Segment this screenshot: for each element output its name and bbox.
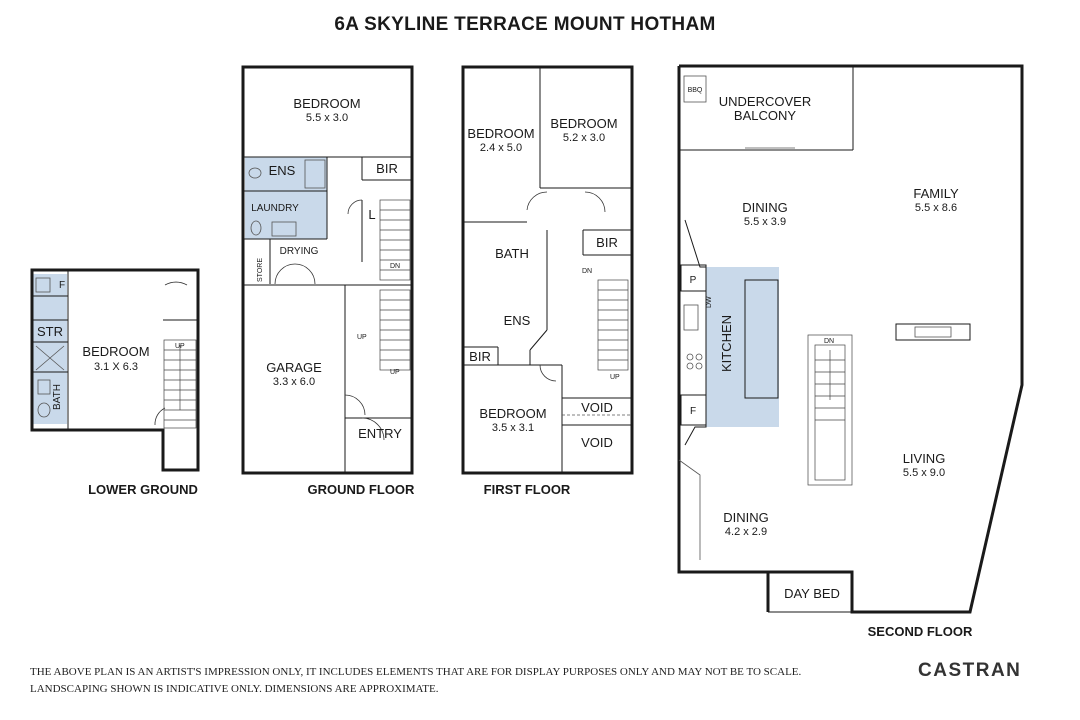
second-family-label: FAMILY (913, 186, 959, 201)
second-dw-label: DW (706, 296, 713, 308)
ground-floor-wet-area (245, 157, 327, 239)
ground-linen-label: L (368, 207, 375, 222)
ground-store-label: STORE (257, 258, 264, 282)
second-dining-top-label: DINING (742, 200, 788, 215)
ground-up-label-1: UP (357, 334, 367, 341)
first-bir-left-label: BIR (469, 349, 491, 364)
lower-ground-floor-label: LOWER GROUND (88, 482, 198, 497)
ground-bedroom-label: BEDROOM (293, 96, 360, 111)
first-bedroom-b-dims: 5.2 x 3.0 (563, 132, 605, 144)
lower-ground-bedroom-label: BEDROOM (82, 344, 149, 359)
first-void-label-1: VOID (581, 400, 613, 415)
second-bbq-label: BBQ (688, 87, 703, 94)
second-dining-bottom-label: DINING (723, 510, 769, 525)
first-bedroom-a-label: BEDROOM (467, 126, 534, 141)
second-family-dims: 5.5 x 8.6 (915, 202, 957, 214)
first-floor: BEDROOM 2.4 x 5.0 BEDROOM 5.2 x 3.0 BIR … (461, 65, 634, 497)
ground-floor: BEDROOM 5.5 x 3.0 ENS BIR LAUNDRY L DRYI… (241, 65, 415, 497)
disclaimer-line-1: THE ABOVE PLAN IS AN ARTIST'S IMPRESSION… (30, 666, 802, 678)
first-floor-label: FIRST FLOOR (484, 482, 571, 497)
second-floor: BBQ UNDERCOVER BALCONY DINING 5.5 x 3.9 … (677, 64, 1024, 639)
second-living-label: LIVING (903, 451, 946, 466)
second-day-bed-label: DAY BED (784, 586, 840, 601)
first-bath-label: BATH (495, 246, 529, 261)
second-pantry-label: P (690, 275, 697, 286)
second-floor-label: SECOND FLOOR (868, 624, 973, 639)
first-void-label-2: VOID (581, 435, 613, 450)
second-dining-bottom-dims: 4.2 x 2.9 (725, 526, 767, 538)
second-balcony-label-line2: BALCONY (734, 108, 796, 123)
ground-dn-label: DN (390, 263, 400, 270)
second-balcony-label-line1: UNDERCOVER (719, 94, 811, 109)
second-fridge-label: F (690, 406, 696, 417)
ground-garage-label: GARAGE (266, 360, 322, 375)
first-bedroom-b-label: BEDROOM (550, 116, 617, 131)
disclaimer-line-2: LANDSCAPING SHOWN IS INDICATIVE ONLY. DI… (30, 683, 439, 695)
lower-ground-bath-area (33, 274, 67, 424)
lower-ground-str-label: STR (37, 324, 63, 339)
first-bedroom-a-dims: 2.4 x 5.0 (480, 142, 522, 154)
ground-drying-label: DRYING (280, 246, 319, 257)
ground-floor-label: GROUND FLOOR (308, 482, 415, 497)
lower-ground-up-label: UP (175, 343, 185, 350)
kitchen-area (706, 267, 779, 427)
first-ens-label: ENS (504, 313, 531, 328)
ground-entry-label: ENTRY (358, 426, 402, 441)
lower-ground-floor: BEDROOM 3.1 X 6.3 STR F BATH UP LOWER GR… (30, 268, 200, 497)
ground-up-label-2: UP (390, 369, 400, 376)
ground-laundry-label: LAUNDRY (251, 203, 299, 214)
ground-bir-label: BIR (376, 161, 398, 176)
second-kitchen-label: KITCHEN (719, 315, 734, 372)
disclaimer: THE ABOVE PLAN IS AN ARTIST'S IMPRESSION… (30, 664, 801, 698)
first-up-label: UP (610, 374, 620, 381)
second-living-dims: 5.5 x 9.0 (903, 467, 945, 479)
brand-logo: CASTRAN (918, 660, 1022, 681)
ground-garage-dims: 3.3 x 6.0 (273, 376, 315, 388)
lower-ground-bath-label: BATH (52, 384, 63, 410)
ground-bedroom-dims: 5.5 x 3.0 (306, 112, 348, 124)
lower-ground-bedroom-dims: 3.1 X 6.3 (94, 361, 138, 373)
first-dn-label: DN (582, 268, 592, 275)
first-bedroom-c-dims: 3.5 x 3.1 (492, 422, 534, 434)
lower-ground-f-label: F (59, 280, 65, 291)
plan-title: 6A SKYLINE TERRACE MOUNT HOTHAM (334, 14, 716, 35)
first-bir-top-label: BIR (596, 235, 618, 250)
second-dn-label: DN (824, 338, 834, 345)
second-dining-top-dims: 5.5 x 3.9 (744, 216, 786, 228)
ground-ens-label: ENS (269, 163, 296, 178)
first-bedroom-c-label: BEDROOM (479, 406, 546, 421)
